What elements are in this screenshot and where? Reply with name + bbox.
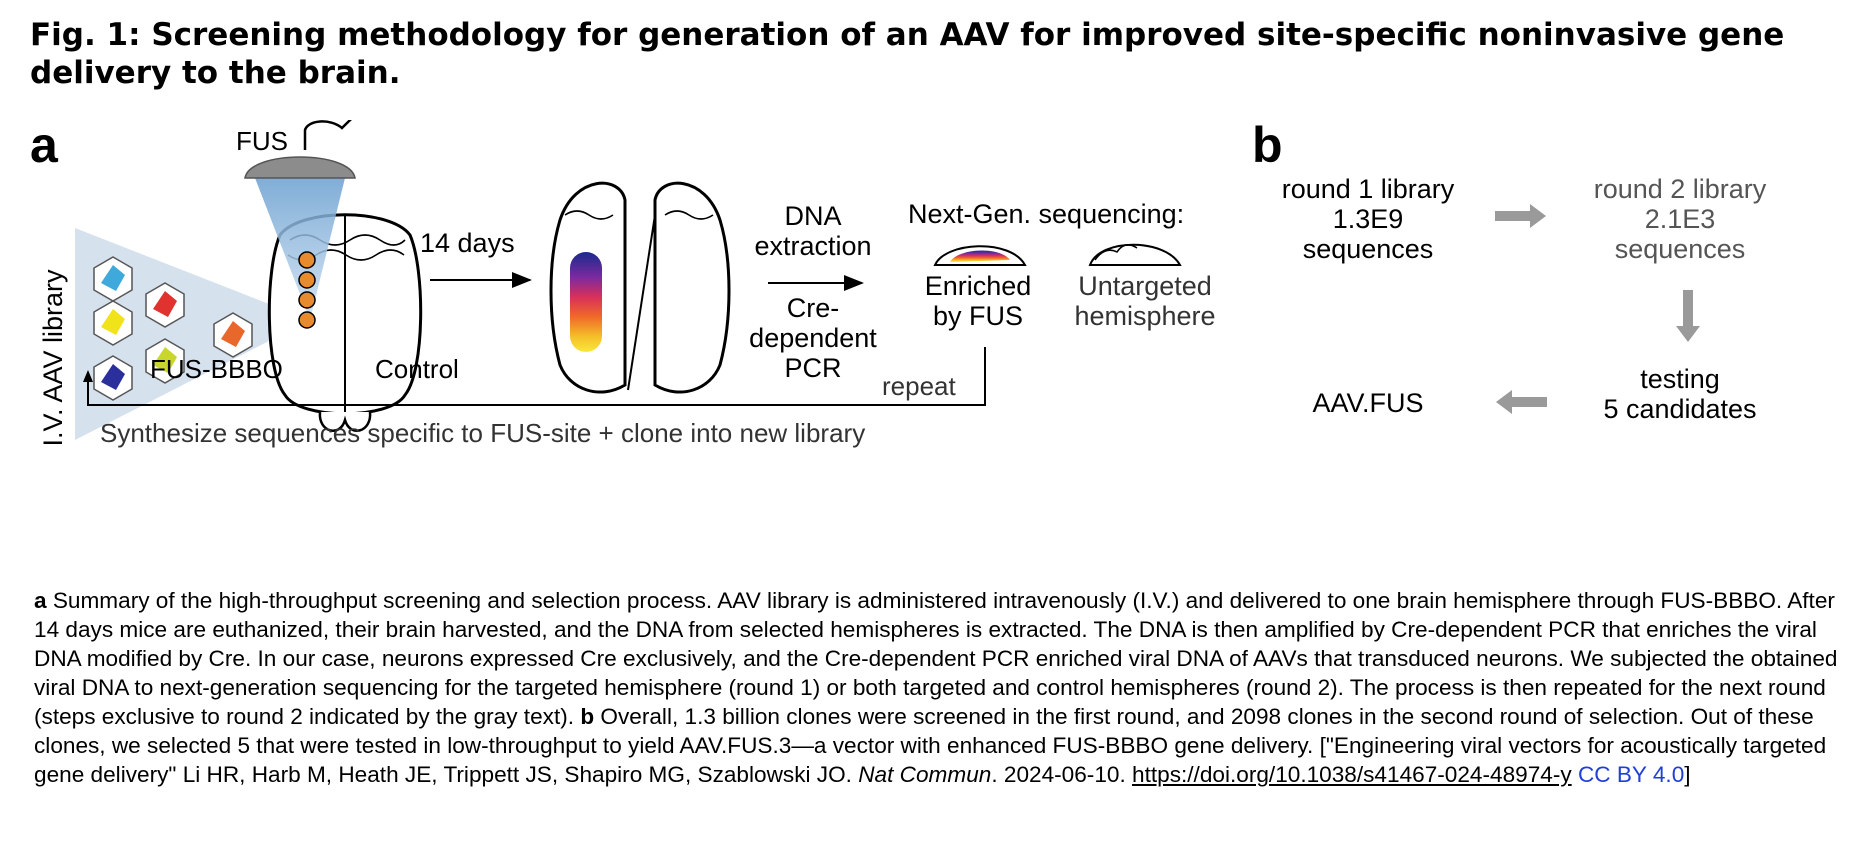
result-label: AAV.FUS — [1312, 388, 1423, 418]
figure-caption: a Summary of the high-throughput screeni… — [34, 586, 1844, 789]
round2-line2: 2.1E3 — [1645, 204, 1716, 234]
round1-line1: round 1 library — [1282, 174, 1455, 204]
fus-label: FUS — [236, 126, 288, 156]
brain-split — [549, 181, 731, 394]
library-cone — [75, 228, 310, 440]
cre-pcr-line2: dependent — [749, 323, 877, 353]
arrow-left-gray — [1496, 390, 1547, 414]
testing-line2: 5 candidates — [1603, 394, 1756, 424]
cre-pcr-line1: Cre- — [787, 293, 840, 323]
brain-fus — [244, 110, 423, 432]
panel-b-diagram: b round 1 library 1.3E9 sequences round … — [1252, 117, 1767, 424]
days-label: 14 days — [420, 228, 515, 258]
panel-b: b round 1 library 1.3E9 sequences round … — [1240, 117, 1866, 540]
synthesize-label: Synthesize sequences specific to FUS-sit… — [100, 418, 865, 448]
cre-pcr-line3: PCR — [784, 353, 841, 383]
enriched-line2: by FUS — [933, 301, 1023, 331]
caption-journal: Nat Commun — [858, 762, 992, 787]
caption-b-text: Overall, 1.3 billion clones were screene… — [34, 704, 1827, 787]
untargeted-line2: hemisphere — [1074, 301, 1215, 331]
caption-b-label: b — [580, 704, 595, 729]
capsid-icon — [213, 312, 253, 358]
untargeted-hemisphere — [1088, 243, 1182, 266]
figure-title: Fig. 1: Screening methodology for genera… — [30, 17, 1785, 91]
fus-bbbo-label: FUS-BBBO — [150, 354, 283, 384]
capsid-icon — [93, 355, 133, 401]
enriched-line1: Enriched — [925, 271, 1032, 301]
capsid-icon — [145, 338, 185, 384]
panel-a: a I.V. AAV library — [0, 110, 1240, 540]
repeat-loop-arrowhead — [83, 370, 93, 382]
caption-end: ] — [1684, 762, 1691, 787]
round1-line2: 1.3E9 — [1333, 204, 1404, 234]
doi-link[interactable]: https://doi.org/10.1038/s41467-024-48974… — [1132, 762, 1572, 787]
caption-a-text: Summary of the high-throughput screening… — [34, 588, 1838, 729]
dna-extraction-line2: extraction — [754, 231, 871, 261]
caption-a-label: a — [34, 588, 47, 613]
panel-a-label: a — [30, 120, 59, 173]
capsid-icon — [145, 282, 185, 328]
testing-line1: testing — [1640, 364, 1720, 394]
arrow-down-gray — [1676, 290, 1700, 342]
arrow-right-gray — [1495, 204, 1546, 228]
library-side-label: I.V. AAV library — [38, 269, 68, 447]
round2-line3: sequences — [1615, 234, 1746, 264]
capsid-icons — [93, 256, 253, 401]
round1-line3: sequences — [1303, 234, 1434, 264]
panel-b-label: b — [1252, 120, 1283, 173]
caption-date: . 2024-06-10. — [991, 762, 1133, 787]
enriched-hemisphere — [933, 245, 1027, 266]
ngs-label: Next-Gen. sequencing: — [908, 199, 1184, 229]
round2-line1: round 2 library — [1594, 174, 1767, 204]
panel-a-diagram: a I.V. AAV library — [30, 110, 1216, 448]
control-label: Control — [375, 354, 459, 384]
repeat-label: repeat — [882, 371, 956, 401]
untargeted-line1: Untargeted — [1078, 271, 1212, 301]
license-link[interactable]: CC BY 4.0 — [1577, 762, 1685, 787]
repeat-loop-line — [87, 347, 986, 406]
dna-extraction-line1: DNA — [784, 201, 841, 231]
capsid-icon — [93, 300, 133, 346]
